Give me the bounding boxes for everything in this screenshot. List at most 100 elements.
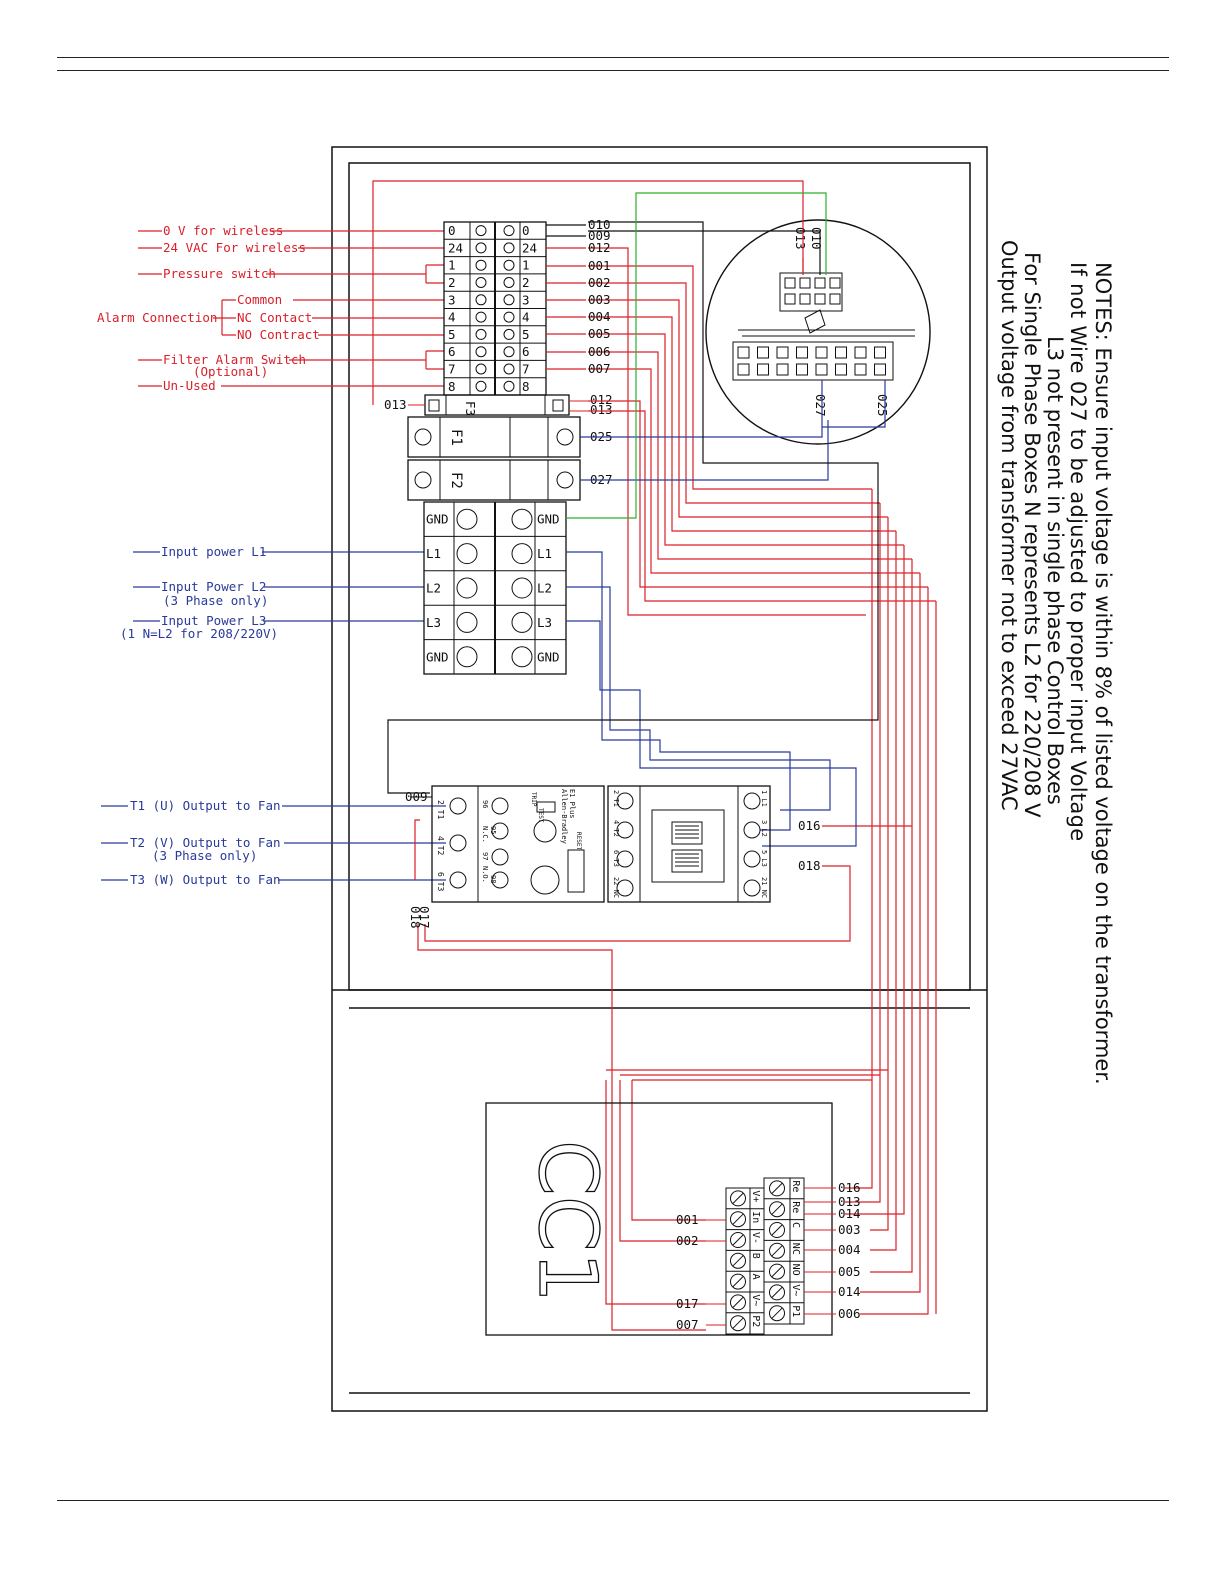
controller-wire-label: 014 bbox=[838, 1284, 861, 1299]
strip-terminal-left: 0 bbox=[448, 223, 456, 238]
power-screw bbox=[511, 577, 533, 599]
strip-terminal-right: 0 bbox=[522, 223, 530, 238]
contactor-t3: 6 T3 bbox=[612, 850, 620, 867]
controller-terminal-label: V~ bbox=[750, 1294, 761, 1306]
overload-t2: 4 T2 bbox=[436, 836, 445, 855]
tx-terminal bbox=[757, 363, 769, 376]
note-line-2: If not Wire 027 to be adjusted to proper… bbox=[1066, 262, 1090, 841]
wire-009-starter: 009 bbox=[405, 789, 428, 804]
fuse-f3-label: F3 bbox=[463, 401, 478, 416]
strip-screw bbox=[503, 380, 515, 392]
tx-terminal bbox=[776, 346, 789, 359]
strip-wire-label: 002 bbox=[588, 275, 611, 290]
overload-model: E1 Plus bbox=[568, 789, 576, 819]
label-input-l3: Input Power L3 bbox=[161, 613, 266, 628]
power-terminal-right: GND bbox=[537, 512, 560, 527]
top-rule-2 bbox=[57, 70, 1169, 71]
power-screw bbox=[456, 646, 478, 668]
controller-screw bbox=[769, 1222, 785, 1238]
label-input-l1: Input power L1 bbox=[161, 544, 266, 559]
strip-screw bbox=[503, 259, 515, 271]
strip-terminal-left: 2 bbox=[448, 275, 456, 290]
strip-terminal-left: 6 bbox=[448, 344, 456, 359]
controller-terminal-label: B bbox=[750, 1253, 761, 1259]
controller-wire-label: 017 bbox=[676, 1296, 699, 1311]
power-screw bbox=[511, 543, 533, 565]
enclosure bbox=[331, 146, 988, 1412]
strip-screw bbox=[475, 380, 487, 392]
strip-terminal-left: 8 bbox=[448, 379, 456, 394]
controller-terminal-label: NO bbox=[790, 1264, 801, 1276]
strip-terminal-right: 6 bbox=[522, 344, 530, 359]
strip-screw bbox=[475, 363, 487, 375]
power-terminal-right: L1 bbox=[537, 546, 552, 561]
label-wireless-0v: 0 V for wireless bbox=[163, 223, 283, 238]
strip-screw bbox=[475, 259, 487, 271]
overload-c98: 98 bbox=[489, 875, 497, 883]
controller-screw bbox=[769, 1263, 785, 1280]
strip-wire-label: 003 bbox=[588, 292, 611, 307]
label-input-l3-note: (1 N=L2 for 208/220V) bbox=[120, 626, 278, 641]
controller-wire-label: 003 bbox=[838, 1222, 861, 1237]
contactor-l3: 5 L3 bbox=[760, 850, 768, 867]
label-wireless-24: 24 VAC For wireless bbox=[163, 240, 306, 255]
tx-wire-010: 010 bbox=[809, 227, 824, 250]
fuse-f3: F3 013 012 013 bbox=[384, 392, 613, 417]
controller-wire-label: 006 bbox=[838, 1306, 861, 1321]
controller-terminal-label: In bbox=[750, 1211, 761, 1223]
controller-wire-label: 004 bbox=[838, 1242, 861, 1257]
label-t2-note: (3 Phase only) bbox=[152, 848, 257, 863]
strip-screw bbox=[503, 225, 515, 237]
bottom-rule bbox=[57, 1500, 1169, 1501]
strip-terminal-left: 4 bbox=[448, 310, 456, 325]
power-terminal-left: L1 bbox=[426, 546, 441, 561]
tx-wire-013: 013 bbox=[793, 227, 808, 250]
overload-brand: Allen-Bradley bbox=[560, 789, 568, 844]
controller-terminal-label: Re bbox=[790, 1180, 801, 1192]
controller-terminal-label: P2 bbox=[750, 1315, 761, 1327]
contactor-t2: 4 T2 bbox=[612, 820, 620, 837]
overload-c96: 96 bbox=[481, 800, 489, 808]
tx-terminal bbox=[815, 346, 828, 359]
controller-wire-label: 005 bbox=[838, 1264, 861, 1279]
wire-012-fuse: 012 bbox=[590, 392, 613, 407]
label-pressure-switch: Pressure switch bbox=[163, 266, 276, 281]
tx-terminal bbox=[815, 363, 828, 376]
contactor-a: 21 NC bbox=[760, 877, 768, 898]
label-filter-optional: (Optional) bbox=[193, 364, 268, 379]
controller-wire-label: 002 bbox=[676, 1233, 699, 1248]
wire-018-starter: 018 bbox=[798, 858, 821, 873]
label-t1: T1 (U) Output to Fan bbox=[130, 798, 281, 813]
transformer: 013 010 027 025 bbox=[705, 219, 931, 445]
strip-wire-label: 007 bbox=[588, 361, 611, 376]
wire-016-starter: 016 bbox=[798, 818, 821, 833]
controller-terminal-label: A bbox=[750, 1274, 761, 1280]
contactor: 2 T1 4 T2 6 T3 22 NC 1 L1 3 L2 5 L3 21 N… bbox=[607, 785, 821, 903]
wire-013-left: 013 bbox=[384, 397, 407, 412]
left-labels: 0 V for wireless 24 VAC For wireless Pre… bbox=[97, 223, 446, 887]
strip-wire-label: 001 bbox=[588, 258, 611, 273]
overload-t3: 6 T3 bbox=[436, 872, 445, 891]
strip-terminal-left: 3 bbox=[448, 292, 456, 307]
power-screw bbox=[456, 611, 478, 633]
strip-screw bbox=[475, 225, 487, 237]
strip-screw bbox=[503, 346, 515, 358]
overload-c97: 97 bbox=[481, 852, 489, 860]
controller-terminal-label: NC bbox=[790, 1243, 801, 1255]
note-line-4: For Single Phase Boxes N represents L2 f… bbox=[1020, 252, 1044, 818]
strip-wire-label: 004 bbox=[588, 309, 611, 324]
notes: NOTES: Ensure input voltage is within 8%… bbox=[997, 240, 1115, 1085]
tx-terminal bbox=[796, 346, 808, 359]
label-filter-alarm: Filter Alarm Switch bbox=[163, 352, 306, 367]
strip-screw bbox=[475, 311, 487, 323]
controller-name: CC1 bbox=[521, 1140, 614, 1303]
controller-screw bbox=[769, 1284, 785, 1301]
controller-terminal-label: P1 bbox=[790, 1305, 801, 1317]
controller-screw bbox=[769, 1201, 785, 1218]
strip-terminal-right: 5 bbox=[522, 327, 530, 342]
controller-screw bbox=[769, 1305, 785, 1322]
